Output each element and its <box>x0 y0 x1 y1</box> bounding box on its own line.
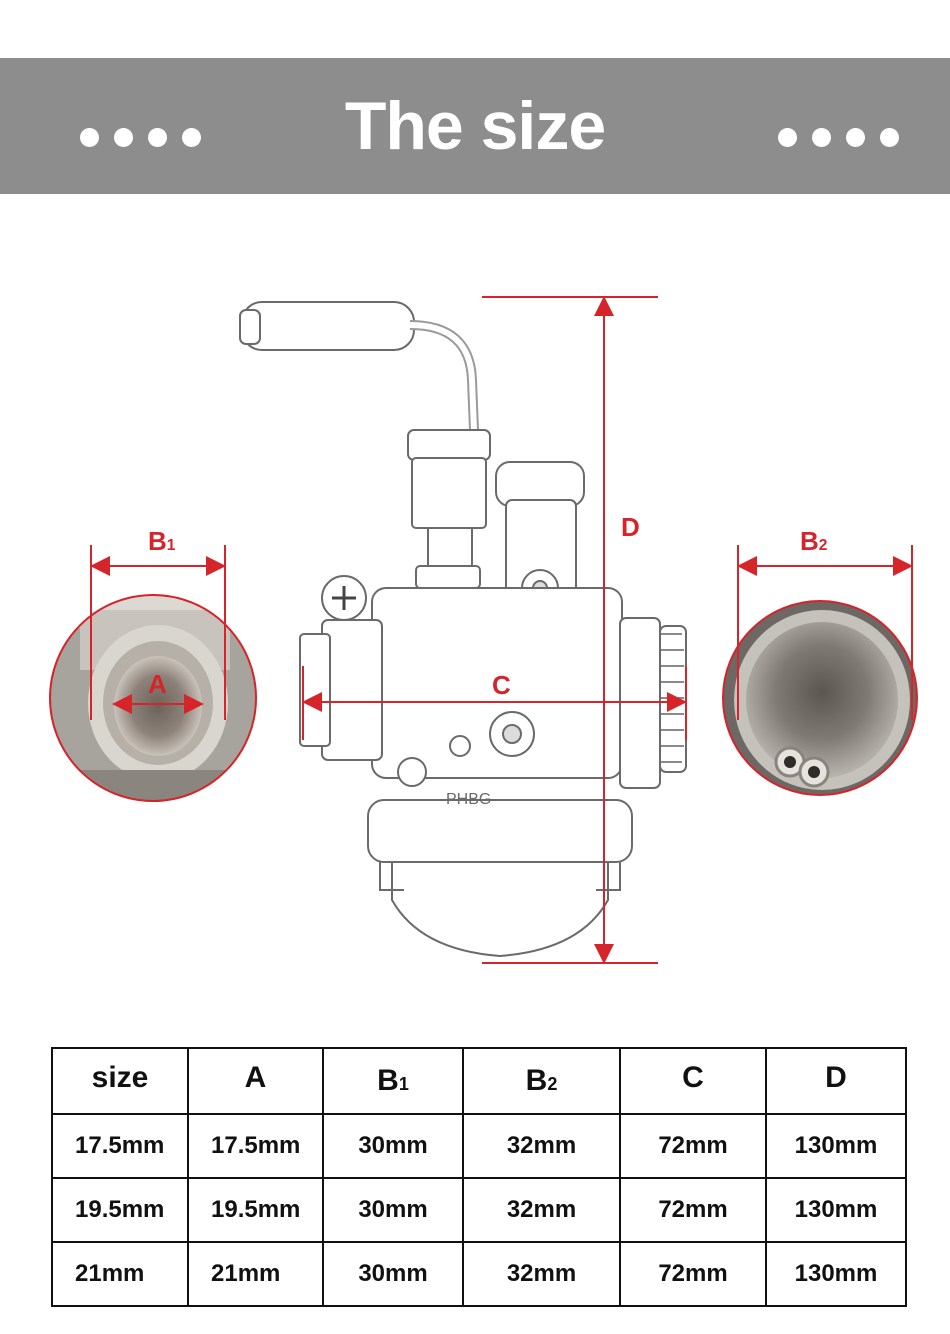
table-cell: 21mm <box>187 1241 324 1307</box>
outlet-closeup-right <box>722 600 918 796</box>
table-cell: 19.5mm <box>51 1177 189 1243</box>
label-c: C <box>492 670 511 700</box>
table-cell: 72mm <box>619 1241 767 1307</box>
dot-icon <box>812 128 831 147</box>
table-cell: 19.5mm <box>187 1177 324 1243</box>
dot-icon <box>80 128 99 147</box>
header-size: size <box>51 1047 189 1115</box>
header-b2: B2 <box>462 1047 621 1115</box>
page-title: The size <box>344 88 606 164</box>
dot-icon <box>114 128 133 147</box>
carburetor-stamp: PHBG <box>446 791 491 808</box>
dot-icon <box>148 128 167 147</box>
carburetor-body <box>239 301 687 958</box>
carburetor-drawing: PHBG <box>49 296 918 964</box>
table-cell: 17.5mm <box>187 1113 324 1179</box>
table-cell: 30mm <box>322 1113 464 1179</box>
table-cell: 30mm <box>322 1177 464 1243</box>
label-d: D <box>621 512 640 542</box>
dot-icon <box>778 128 797 147</box>
table-cell: 32mm <box>462 1177 621 1243</box>
table-row: 17.5mm 17.5mm 30mm 32mm 72mm 130mm <box>51 1113 907 1179</box>
label-b1: B1 <box>148 526 176 556</box>
carburetor-dimension-diagram: PHBG B1 B2 A C D <box>49 296 918 964</box>
size-table: size A B1 B2 C D 17.5mm 17.5mm 30mm 32mm… <box>51 1047 907 1307</box>
label-a: A <box>148 669 167 699</box>
table-cell: 32mm <box>462 1241 621 1307</box>
table-row: 21mm 21mm 30mm 32mm 72mm 130mm <box>51 1241 907 1307</box>
dot-icon <box>182 128 201 147</box>
table-cell: 72mm <box>619 1177 767 1243</box>
table-cell: 17.5mm <box>51 1113 189 1179</box>
decorative-dots-left <box>80 128 201 147</box>
table-cell: 30mm <box>322 1241 464 1307</box>
header-c: C <box>619 1047 767 1115</box>
dot-icon <box>846 128 865 147</box>
table-cell: 32mm <box>462 1113 621 1179</box>
title-banner: The size <box>0 58 950 194</box>
decorative-dots-right <box>778 128 899 147</box>
table-header-row: size A B1 B2 C D <box>51 1047 907 1115</box>
header-b1: B1 <box>322 1047 464 1115</box>
inlet-closeup-left <box>49 594 257 802</box>
table-row: 19.5mm 19.5mm 30mm 32mm 72mm 130mm <box>51 1177 907 1243</box>
table-cell: 21mm <box>51 1241 189 1307</box>
dot-icon <box>880 128 899 147</box>
table-cell: 72mm <box>619 1113 767 1179</box>
label-b2: B2 <box>800 526 828 556</box>
header-d: D <box>765 1047 907 1115</box>
table-cell: 130mm <box>765 1177 907 1243</box>
table-cell: 130mm <box>765 1241 907 1307</box>
header-a: A <box>187 1047 324 1115</box>
table-cell: 130mm <box>765 1113 907 1179</box>
dimension-lines <box>90 296 913 964</box>
